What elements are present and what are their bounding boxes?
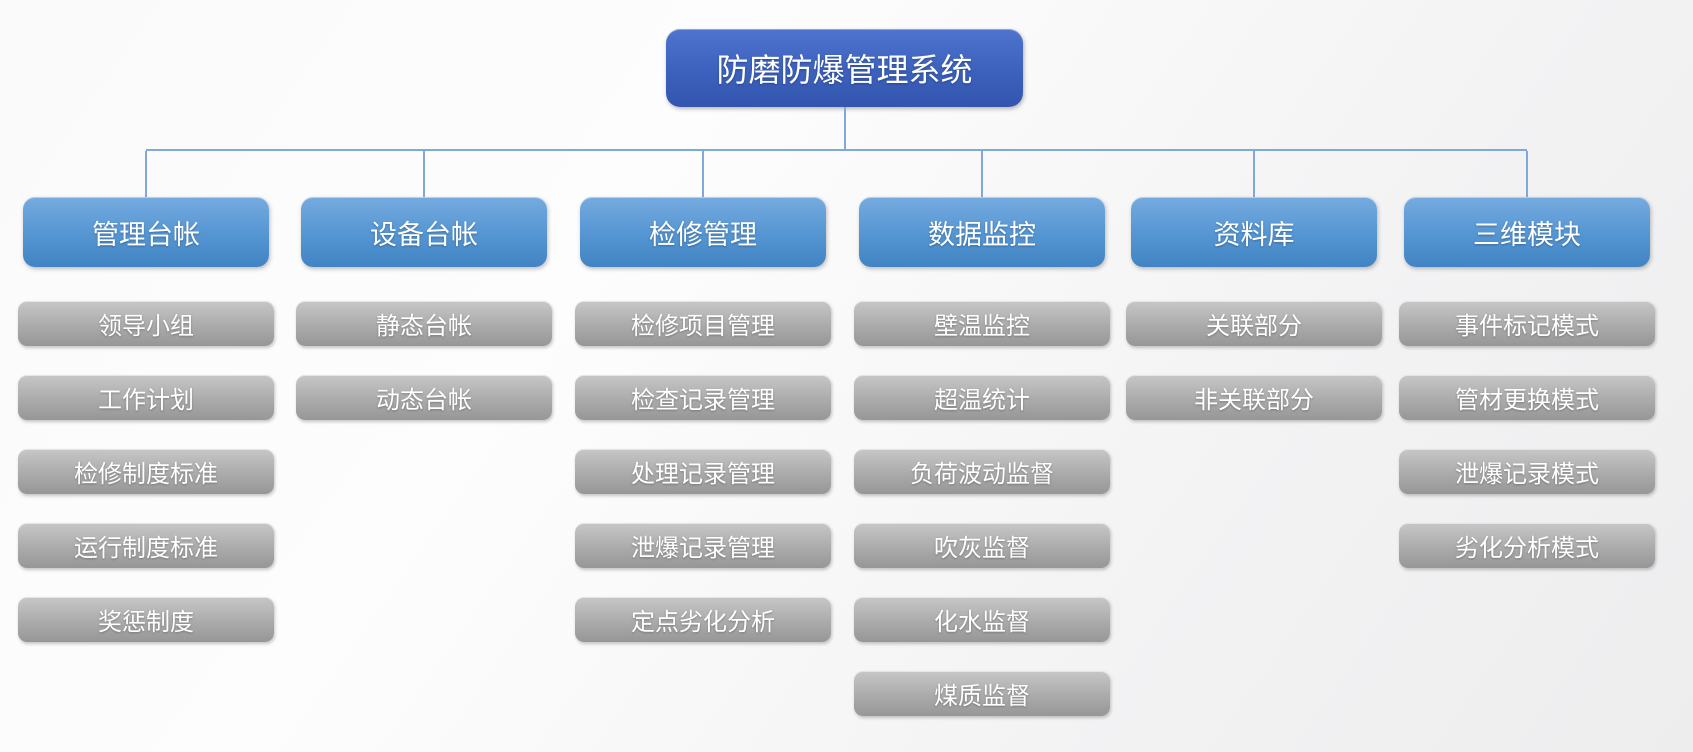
sub-node-4-2: 超温统计 <box>854 375 1110 420</box>
sub-node-2-2: 动态台帐 <box>296 375 552 420</box>
connector-root-drop <box>844 107 846 151</box>
sub-node-4-4: 吹灰监督 <box>854 523 1110 568</box>
connector-branch-drop <box>1526 151 1528 197</box>
sub-node-6-4: 劣化分析模式 <box>1399 523 1655 568</box>
sub-node-6-3: 泄爆记录模式 <box>1399 449 1655 494</box>
sub-node-1-4: 运行制度标准 <box>18 523 274 568</box>
connector-branch-drop <box>981 151 983 197</box>
sub-node-6-1: 事件标记模式 <box>1399 301 1655 346</box>
sub-node-4-1: 壁温监控 <box>854 301 1110 346</box>
branch-node-4: 数据监控 <box>859 197 1105 267</box>
sub-node-4-5: 化水监督 <box>854 597 1110 642</box>
connector-branch-drop <box>145 151 147 197</box>
connector-branch-drop <box>423 151 425 197</box>
branch-node-2: 设备台帐 <box>301 197 547 267</box>
sub-node-3-4: 泄爆记录管理 <box>575 523 831 568</box>
sub-node-1-1: 领导小组 <box>18 301 274 346</box>
sub-node-3-5: 定点劣化分析 <box>575 597 831 642</box>
sub-node-1-3: 检修制度标准 <box>18 449 274 494</box>
sub-node-1-2: 工作计划 <box>18 375 274 420</box>
sub-node-6-2: 管材更换模式 <box>1399 375 1655 420</box>
sub-node-1-5: 奖惩制度 <box>18 597 274 642</box>
branch-node-5: 资料库 <box>1131 197 1377 267</box>
sub-node-4-6: 煤质监督 <box>854 671 1110 716</box>
branch-node-6: 三维模块 <box>1404 197 1650 267</box>
sub-node-3-2: 检查记录管理 <box>575 375 831 420</box>
root-node: 防磨防爆管理系统 <box>666 29 1023 107</box>
connector-bus <box>146 149 1527 151</box>
branch-node-3: 检修管理 <box>580 197 826 267</box>
sub-node-4-3: 负荷波动监督 <box>854 449 1110 494</box>
branch-node-1: 管理台帐 <box>23 197 269 267</box>
connector-branch-drop <box>702 151 704 197</box>
sub-node-3-3: 处理记录管理 <box>575 449 831 494</box>
sub-node-3-1: 检修项目管理 <box>575 301 831 346</box>
connector-branch-drop <box>1253 151 1255 197</box>
sub-node-5-2: 非关联部分 <box>1126 375 1382 420</box>
sub-node-5-1: 关联部分 <box>1126 301 1382 346</box>
sub-node-2-1: 静态台帐 <box>296 301 552 346</box>
